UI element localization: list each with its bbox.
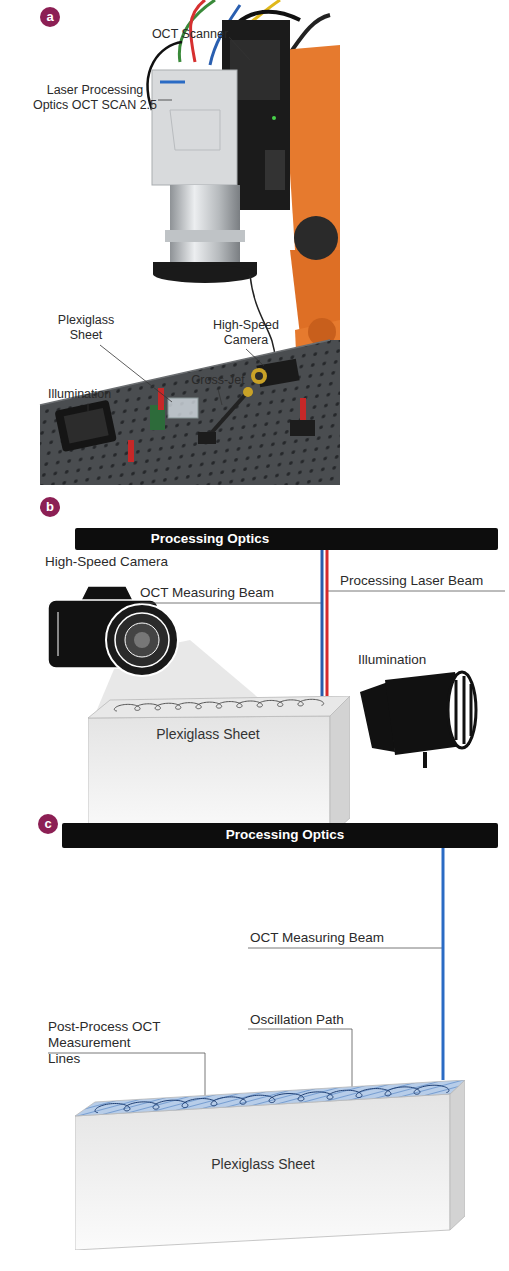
- spotlight-lens: [448, 672, 476, 748]
- beam-leaders: [48, 591, 505, 1100]
- sheet-side: [330, 696, 350, 836]
- panel-letter: b: [40, 497, 60, 517]
- camera-mount: [290, 420, 315, 436]
- optics-band: Processing Optics: [75, 528, 498, 550]
- plexiglass-sheet: Plexiglass Sheet: [88, 696, 350, 840]
- leader-line: [246, 349, 264, 366]
- leader-line: [248, 1029, 352, 1094]
- optics-marking: [170, 110, 220, 150]
- robot-joint: [294, 216, 338, 260]
- camera-lens: [251, 368, 267, 384]
- jet-base: [198, 432, 216, 444]
- plexiglass-sheet: Plexiglass Sheet: [75, 1080, 465, 1250]
- leader-line: [218, 389, 222, 405]
- sheet-top: [75, 1080, 465, 1116]
- beam-label: OCT Measuring Beam: [140, 585, 325, 601]
- lamp-body: [54, 400, 117, 453]
- camera-grip: [58, 612, 59, 656]
- leader-line: [158, 100, 172, 101]
- node-text: Plexiglass Sheet: [163, 1156, 363, 1173]
- part-label: Post-Process OCT Measurement Lines: [48, 1019, 166, 1068]
- node-text: b: [40, 499, 60, 514]
- table-post: [128, 440, 134, 462]
- part-label: Cross-Jet: [188, 373, 248, 388]
- sheet-front: [88, 716, 330, 840]
- part-label: Illumination: [48, 387, 128, 402]
- cross-jet: [198, 387, 253, 444]
- part-label: Illumination: [358, 652, 468, 668]
- spotlight-icon: [360, 672, 476, 768]
- jet-nozzle: [243, 387, 253, 397]
- oscillation-path: [114, 699, 323, 711]
- beam-label: OCT Measuring Beam: [250, 930, 440, 946]
- part-label: High-Speed Camera: [208, 318, 284, 348]
- table-edge: [40, 340, 330, 405]
- high-speed-camera: [128, 359, 315, 462]
- scanner-panel: [265, 150, 285, 190]
- beam-line: [442, 848, 445, 1080]
- lamp-face: [64, 408, 109, 444]
- optics-barrel: [170, 185, 240, 265]
- part-label: Oscillation Path: [250, 1012, 370, 1028]
- beam-line: [326, 550, 329, 696]
- leader-line: [229, 37, 250, 60]
- camera-cable: [250, 275, 275, 360]
- plexiglass-sample: [168, 398, 198, 418]
- spotlight-stripe: [470, 684, 473, 736]
- part-label: Laser Processing Optics OCT SCAN 2.5: [30, 83, 160, 113]
- part-label: OCT Scanner: [140, 27, 240, 42]
- sheet-top: [88, 696, 350, 718]
- node-text: a: [40, 9, 60, 24]
- camera-lens: [115, 613, 169, 667]
- panel-letter: a: [40, 7, 60, 27]
- node-text: Processing Optics: [210, 827, 360, 843]
- optical-table: [40, 340, 340, 485]
- sheet-outline: [88, 696, 350, 840]
- camera-lens: [125, 623, 159, 657]
- node-text: c: [38, 816, 58, 831]
- sheet-front: [75, 1094, 450, 1250]
- sheet-side: [450, 1080, 465, 1230]
- table-top: [40, 340, 340, 485]
- camera-lens: [255, 372, 263, 380]
- part-label: High-Speed Camera: [45, 554, 195, 570]
- camera-lens: [134, 632, 150, 648]
- node-text: Processing Optics: [135, 531, 285, 547]
- optics-ring: [153, 265, 257, 283]
- optics-mount: [165, 230, 245, 242]
- part-label: Plexiglass Sheet: [55, 313, 117, 343]
- optics-logo: [160, 81, 185, 84]
- sheet-holder: [150, 388, 198, 430]
- leader-line: [140, 603, 323, 604]
- optics-band: Processing Optics: [62, 823, 498, 848]
- spotlight-stand: [423, 752, 427, 768]
- laser-optics: [152, 70, 257, 283]
- beam-line: [321, 550, 324, 696]
- beam-label: Processing Laser Beam: [340, 573, 508, 589]
- status-led: [272, 116, 276, 120]
- spotlight-stripe: [463, 676, 466, 744]
- node-text: Plexiglass Sheet: [108, 726, 308, 743]
- optics-housing: [152, 70, 237, 185]
- panel-letter: c: [38, 814, 58, 834]
- leader-line: [88, 403, 89, 411]
- leader-line: [248, 948, 443, 949]
- illumination-lamp: [54, 400, 117, 453]
- camera-lens: [106, 604, 178, 676]
- spotlight-stripe: [455, 680, 458, 740]
- oscillation-path: [95, 1085, 449, 1112]
- leader-line: [327, 591, 505, 592]
